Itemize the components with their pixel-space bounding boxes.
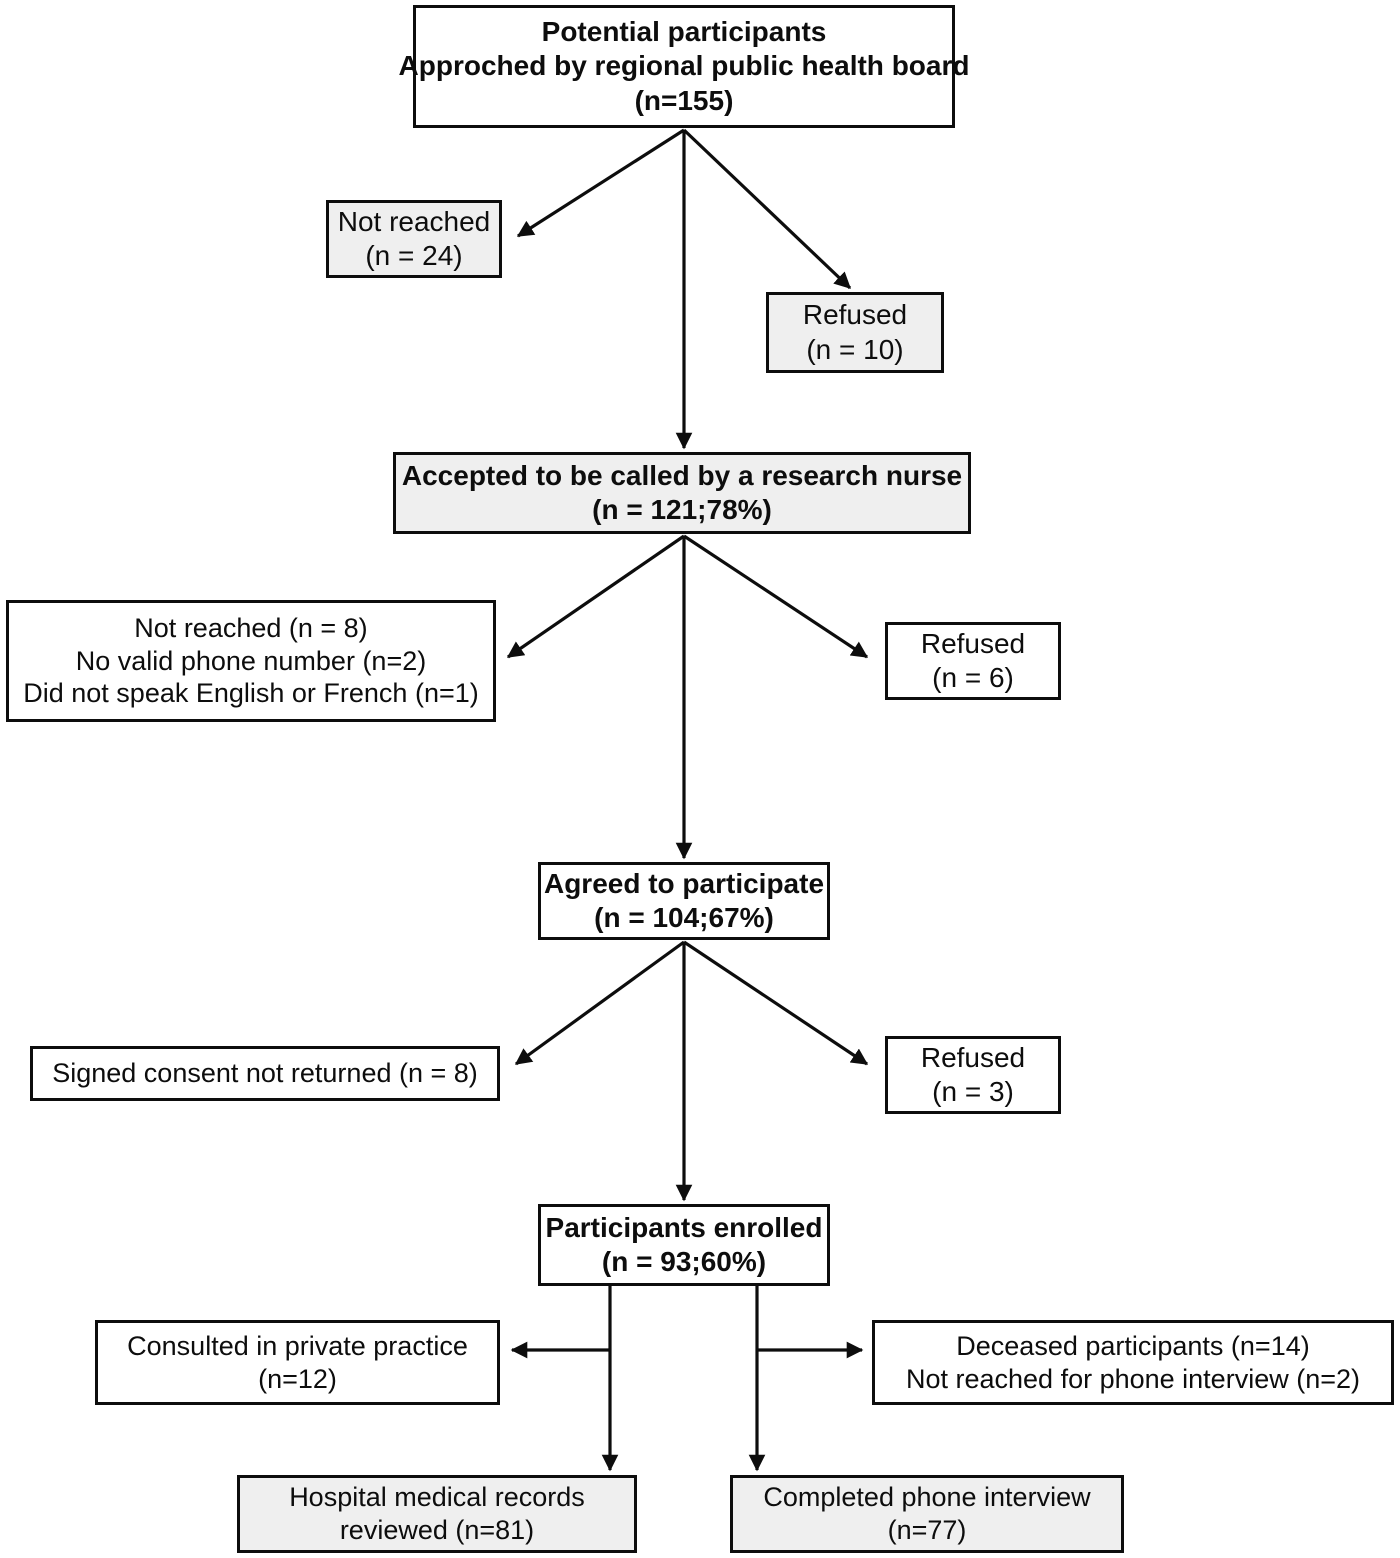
node-line: (n = 121;78%)	[592, 494, 772, 525]
node-line: (n = 6)	[932, 662, 1014, 693]
node-hospital-records-reviewed: Hospital medical records reviewed (n=81)	[237, 1475, 637, 1553]
node-line: (n=12)	[258, 1363, 337, 1394]
node-line: Potential participants	[541, 16, 827, 48]
node-consulted-private-practice: Consulted in private practice (n=12)	[95, 1320, 500, 1405]
node-line: Agreed to participate	[543, 867, 825, 899]
node-line: reviewed (n=81)	[339, 1515, 535, 1545]
node-line: No valid phone number (n=2)	[75, 645, 427, 676]
node-line: Not reached	[337, 205, 491, 237]
node-line: Refused	[920, 1041, 1026, 1073]
node-line: Participants enrolled	[545, 1211, 823, 1243]
node-potential-participants: Potential participants Approched by regi…	[399, 5, 969, 128]
node-line: Did not speak English or French (n=1)	[23, 678, 479, 709]
node-line: Consulted in private practice	[127, 1330, 468, 1361]
node-line: (n=155)	[634, 84, 734, 116]
node-accepted-called-nurse: Accepted to be called by a research nurs…	[393, 452, 971, 534]
node-line: Not reached (n = 8)	[134, 612, 368, 643]
edge-potential-to-not-reached	[516, 128, 685, 238]
node-line: (n = 104;67%)	[594, 902, 774, 933]
node-refused-6: Refused (n = 6)	[885, 622, 1061, 700]
node-refused-3: Refused (n = 3)	[885, 1036, 1061, 1114]
node-line: Approched by regional public health boar…	[398, 50, 970, 82]
node-refused-10: Refused (n = 10)	[766, 292, 944, 373]
node-completed-phone-interview: Completed phone interview (n=77)	[730, 1475, 1124, 1553]
node-line: Hospital medical records	[289, 1482, 585, 1513]
edge-potential-to-refused10	[682, 128, 852, 290]
node-not-reached-24: Not reached (n = 24)	[326, 200, 502, 278]
edge-agreed-to-refused3	[683, 940, 869, 1066]
edge-accepted-to-excluded	[506, 534, 685, 659]
node-line: Accepted to be called by a research nurs…	[401, 459, 963, 491]
edge-agreed-to-signed-consent	[514, 940, 685, 1066]
node-deceased-not-reached: Deceased participants (n=14) Not reached…	[872, 1320, 1394, 1405]
node-agreed-participate: Agreed to participate (n = 104;67%)	[538, 862, 830, 940]
node-line: (n = 24)	[365, 240, 463, 271]
node-line: (n = 10)	[806, 333, 904, 365]
node-line: (n = 93;60%)	[601, 1246, 767, 1277]
node-line: Completed phone interview	[763, 1482, 1091, 1513]
node-line: (n = 3)	[932, 1076, 1014, 1107]
node-participants-enrolled: Participants enrolled (n = 93;60%)	[538, 1204, 830, 1286]
node-excluded-group-1: Not reached (n = 8) No valid phone numbe…	[6, 600, 496, 722]
node-signed-consent-not-returned: Signed consent not returned (n = 8)	[30, 1046, 500, 1101]
node-line: Signed consent not returned (n = 8)	[52, 1058, 478, 1089]
edge-accepted-to-refused6	[683, 534, 869, 659]
node-line: (n=77)	[887, 1515, 967, 1545]
node-line: Refused	[802, 299, 908, 331]
node-line: Refused	[920, 627, 1026, 659]
node-line: Not reached for phone interview (n=2)	[905, 1363, 1360, 1394]
node-line: Deceased participants (n=14)	[956, 1330, 1310, 1361]
